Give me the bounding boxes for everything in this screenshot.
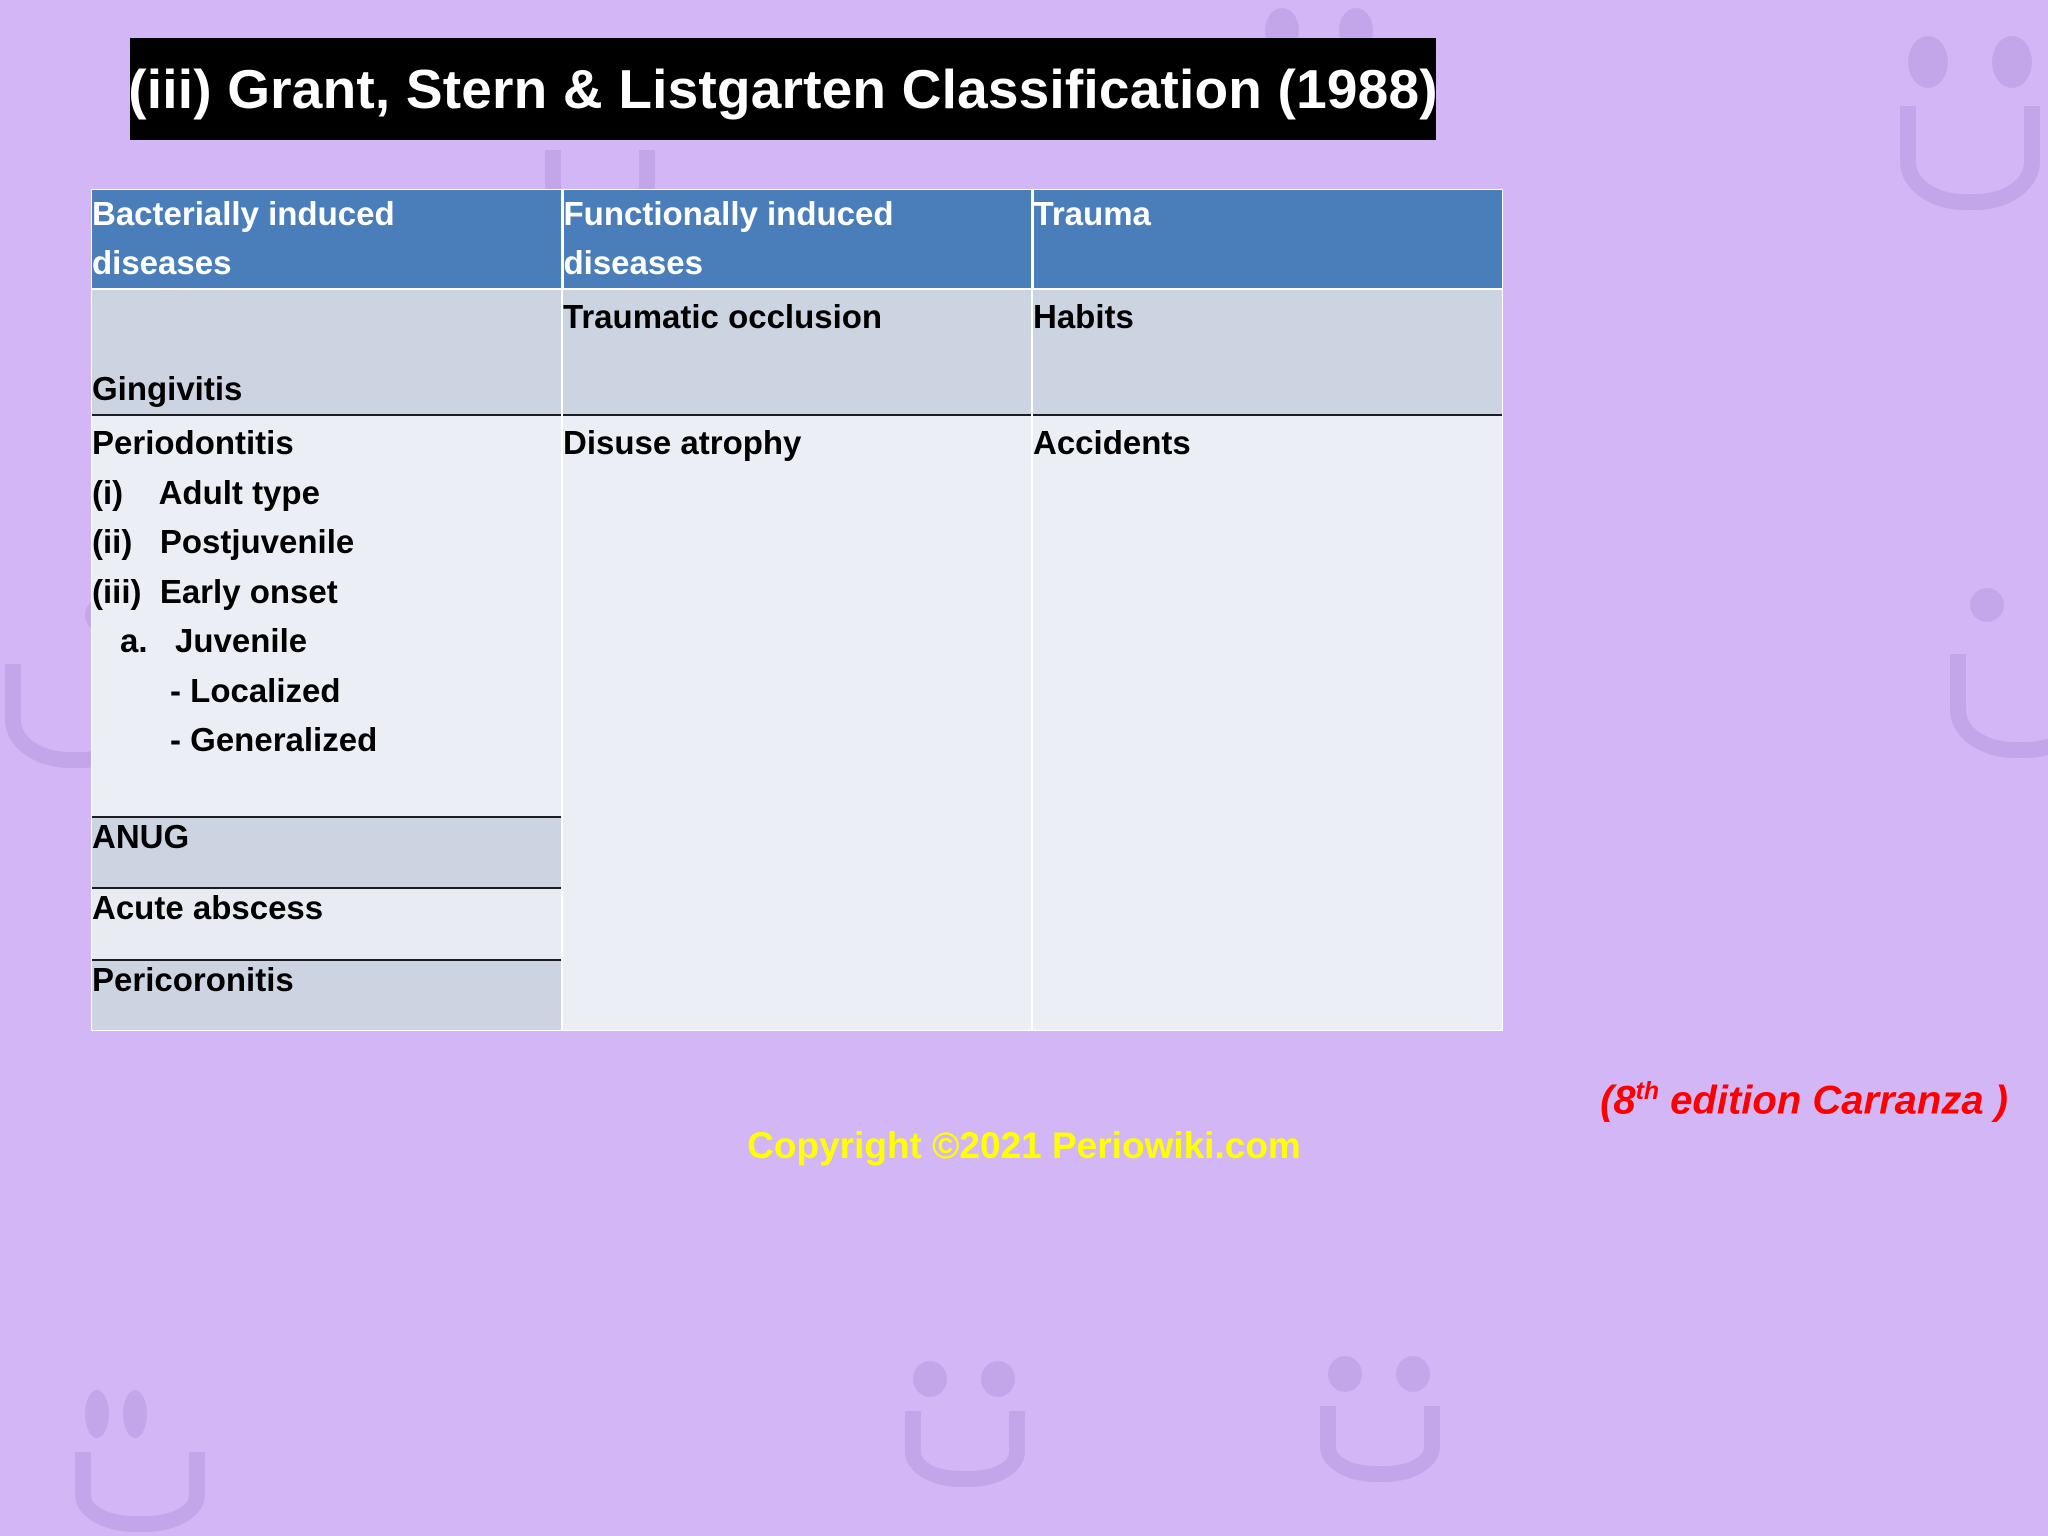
table-row: Periodontitis (i) Adult type (ii) Postju… <box>92 413 1502 1030</box>
list-item: - Generalized <box>170 721 378 759</box>
table-row: Pericoronitis <box>92 959 1502 1030</box>
list-item: (iii) Early onset <box>92 572 338 610</box>
smiley-face-icon <box>1900 30 2048 210</box>
cell-acute-abscess: Acute abscess <box>92 887 563 961</box>
table-row: Gingivitis Traumatic occlusion Habits <box>92 287 1502 415</box>
column-header-trauma: Trauma <box>1032 190 1502 289</box>
classification-table: Bacterially induced diseases Functionall… <box>92 190 1502 1030</box>
smiley-face-icon <box>1320 1350 1470 1482</box>
table-row: ANUG <box>92 815 1502 889</box>
smiley-face-icon <box>75 1390 235 1532</box>
smiley-face-icon <box>1950 580 2048 760</box>
list-item: (i) Adult type <box>92 473 320 511</box>
cell-accidents: Accidents <box>1032 413 1502 1030</box>
smiley-face-icon <box>905 1355 1055 1487</box>
cell-habits: Habits <box>1032 287 1502 415</box>
periodontitis-subtype-list: (i) Adult type (ii) Postjuvenile (iii) E… <box>92 468 561 765</box>
cell-traumatic-occlusion: Traumatic occlusion <box>562 287 1033 415</box>
cell-text: Acute abscess <box>92 889 324 927</box>
edition-source-note: (8th edition Carranza ) <box>1600 1078 2008 1123</box>
cell-disuse-atrophy: Disuse atrophy <box>562 413 1033 1030</box>
list-item: a. Juvenile <box>120 622 308 660</box>
cell-text: Gingivitis <box>92 369 243 407</box>
cell-anug: ANUG <box>92 815 563 889</box>
edition-ordinal-suffix: th <box>1635 1078 1660 1105</box>
cell-text: Habits <box>1033 297 1134 335</box>
edition-suffix: edition Carranza ) <box>1659 1078 2008 1123</box>
cell-gingivitis: Gingivitis <box>92 287 563 415</box>
cell-text: Pericoronitis <box>92 961 294 999</box>
cell-periodontitis: Periodontitis (i) Adult type (ii) Postju… <box>92 413 563 817</box>
column-header-bacterially-induced: Bacterially induced diseases <box>92 190 564 289</box>
cell-text: Traumatic occlusion <box>563 297 883 335</box>
cell-text: Periodontitis <box>92 423 294 461</box>
cell-pericoronitis: Pericoronitis <box>92 959 563 1030</box>
edition-prefix: (8 <box>1600 1078 1636 1123</box>
list-item: (ii) Postjuvenile <box>92 523 355 561</box>
copyright-notice: Copyright ©2021 Periowiki.com <box>747 1125 1301 1166</box>
page-title: (iii) Grant, Stern & Listgarten Classifi… <box>128 58 1438 120</box>
table-row: Acute abscess <box>92 887 1502 961</box>
list-item: - Localized <box>170 671 341 709</box>
slide-title-bar: (iii) Grant, Stern & Listgarten Classifi… <box>128 38 1438 140</box>
table-header-row: Bacterially induced diseases Functionall… <box>92 190 1502 289</box>
cell-text: ANUG <box>92 817 190 855</box>
column-header-functionally-induced: Functionally induced diseases <box>562 190 1034 289</box>
cell-text: Accidents <box>1033 423 1191 461</box>
cell-text: Disuse atrophy <box>563 423 802 461</box>
